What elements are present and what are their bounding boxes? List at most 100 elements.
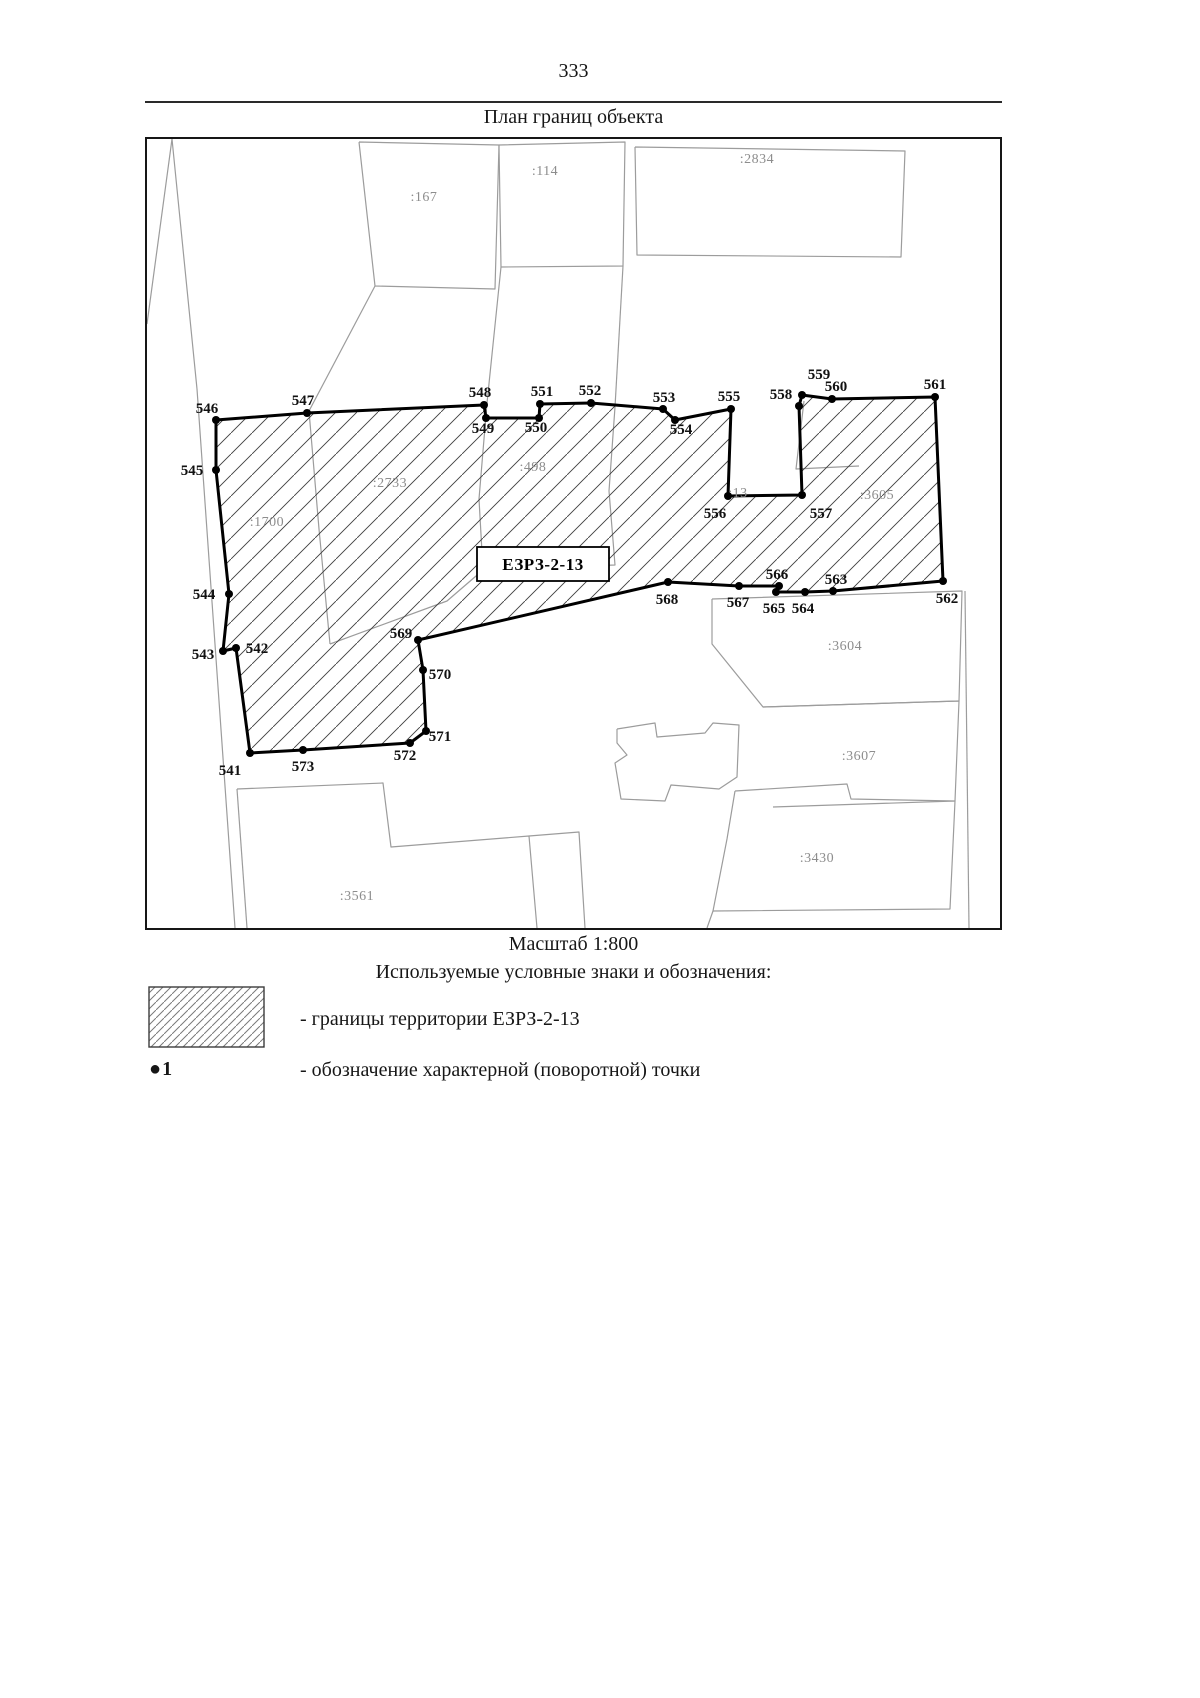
- boundary-point-label: 541: [219, 763, 242, 779]
- boundary-point-dot: [931, 393, 939, 401]
- boundary-point-dot: [587, 399, 595, 407]
- boundary-point-dot: [775, 582, 783, 590]
- parcel-number-label: :3561: [340, 889, 374, 904]
- parcel-number-label: :3430: [800, 851, 834, 866]
- boundary-point-label: 567: [727, 595, 750, 611]
- boundary-point-dot: [536, 400, 544, 408]
- boundary-point-dot: [727, 405, 735, 413]
- parcel-number-label: :167: [411, 190, 438, 205]
- parcel-number-label: :498: [520, 460, 547, 475]
- parcel-number-label: :2733: [373, 476, 407, 491]
- scale-caption: Масштаб 1:800: [508, 933, 639, 955]
- boundary-point-label: 560: [825, 379, 848, 395]
- boundary-point-label: 543: [192, 647, 215, 663]
- boundary-point-dot: [419, 666, 427, 674]
- boundary-point-label: 547: [292, 393, 315, 409]
- background-parcel-line: [498, 141, 626, 268]
- parcel-number-label: :3607: [842, 749, 876, 764]
- boundary-point-dot: [795, 402, 803, 410]
- boundary-point-label: 556: [704, 506, 727, 522]
- boundary-point-dot: [772, 588, 780, 596]
- background-parcel-line: [762, 700, 960, 808]
- parcel-number-label: :3604: [828, 639, 862, 654]
- boundary-point-dot: [212, 466, 220, 474]
- zone-label-text: ЕЗРЗ-2-13: [502, 555, 583, 574]
- boundary-point-label: 559: [808, 367, 831, 383]
- boundary-point-dot: [482, 414, 490, 422]
- background-parcel-line: [486, 266, 502, 404]
- boundary-point-dot: [219, 647, 227, 655]
- parcel-number-label: :114: [532, 164, 558, 179]
- legend-point-symbol: ●1: [149, 1058, 174, 1080]
- boundary-point-dot: [735, 582, 743, 590]
- boundary-point-label: 546: [196, 401, 219, 417]
- boundary-point-label: 563: [825, 572, 848, 588]
- boundary-point-label: 570: [429, 667, 452, 683]
- boundary-point-dot: [299, 746, 307, 754]
- background-parcel-line: [308, 285, 376, 412]
- background-parcel-line: [614, 265, 624, 408]
- background-parcel-line: [171, 138, 236, 929]
- boundary-point-label: 544: [193, 587, 216, 603]
- boundary-point-dot: [225, 590, 233, 598]
- parcel-number-label: :3605: [860, 488, 894, 503]
- boundary-point-label: 572: [394, 748, 417, 764]
- boundary-point-label: 562: [936, 591, 959, 607]
- boundary-point-label: 542: [246, 641, 269, 657]
- map-frame: :167 :114 :2834 :2733 :498 :1700 :13 :3605 :3604…: [145, 137, 1002, 930]
- boundary-point-dot: [798, 391, 806, 399]
- title-rule: [145, 101, 1002, 103]
- parcel-number-label: :13: [728, 486, 747, 501]
- boundary-point-dot: [664, 578, 672, 586]
- boundary-point-dot: [671, 416, 679, 424]
- background-parcel-line: [614, 722, 740, 802]
- boundary-point-dot: [939, 577, 947, 585]
- boundary-point-label: 549: [472, 421, 495, 437]
- parcel-number-label: :1700: [250, 515, 284, 530]
- background-parcel-line: [964, 590, 970, 929]
- boundary-point-label: 565: [763, 601, 786, 617]
- boundary-point-label: 561: [924, 377, 947, 393]
- boundary-point-dot: [303, 409, 311, 417]
- boundary-point-dot: [724, 492, 732, 500]
- boundary-point-dot: [535, 414, 543, 422]
- boundary-point-dot: [659, 405, 667, 413]
- parcel-number-label: :2834: [740, 152, 774, 167]
- boundary-point-label: 548: [469, 385, 492, 401]
- background-parcel-line: [634, 146, 906, 258]
- background-parcel-line: [236, 788, 248, 929]
- boundary-point-label: 566: [766, 567, 789, 583]
- legend-hatch-swatch: [148, 986, 265, 1048]
- legend-heading: Используемые условные знаки и обозначени…: [375, 961, 772, 983]
- legend-point-text: - обозначение характерной (поворотной) т…: [300, 1059, 701, 1081]
- background-parcel-line: [706, 910, 714, 929]
- legend-boundary-text: - границы территории ЕЗРЗ-2-13: [300, 1008, 580, 1030]
- boundary-point-label: 545: [181, 463, 204, 479]
- boundary-point-dot: [480, 401, 488, 409]
- boundary-point-dot: [246, 749, 254, 757]
- boundary-point-label: 573: [292, 759, 315, 775]
- boundary-point-label: 568: [656, 592, 679, 608]
- boundary-point-label: 554: [670, 422, 693, 438]
- background-parcel-line: [358, 141, 500, 290]
- boundary-point-dot: [801, 588, 809, 596]
- legend-hatch-rect: [148, 986, 265, 1048]
- background-parcel-line: [236, 782, 538, 929]
- boundary-point-label: 552: [579, 383, 602, 399]
- boundary-point-dot: [829, 587, 837, 595]
- boundary-point-dot: [828, 395, 836, 403]
- map-title: План границ объекта: [483, 106, 664, 128]
- boundary-point-label: 551: [531, 384, 554, 400]
- boundary-point-dot: [212, 416, 220, 424]
- boundary-point-label: 557: [810, 506, 833, 522]
- zone-label-box: [476, 546, 610, 582]
- boundary-point-dot: [422, 727, 430, 735]
- boundary-point-label: 553: [653, 390, 676, 406]
- boundary-point-dot: [406, 739, 414, 747]
- boundary-point-label: 564: [792, 601, 815, 617]
- boundary-point-label: 558: [770, 387, 793, 403]
- boundary-point-dot: [798, 491, 806, 499]
- boundary-point-label: 555: [718, 389, 741, 405]
- boundary-point-label: 569: [390, 626, 413, 642]
- boundary-point-dot: [232, 644, 240, 652]
